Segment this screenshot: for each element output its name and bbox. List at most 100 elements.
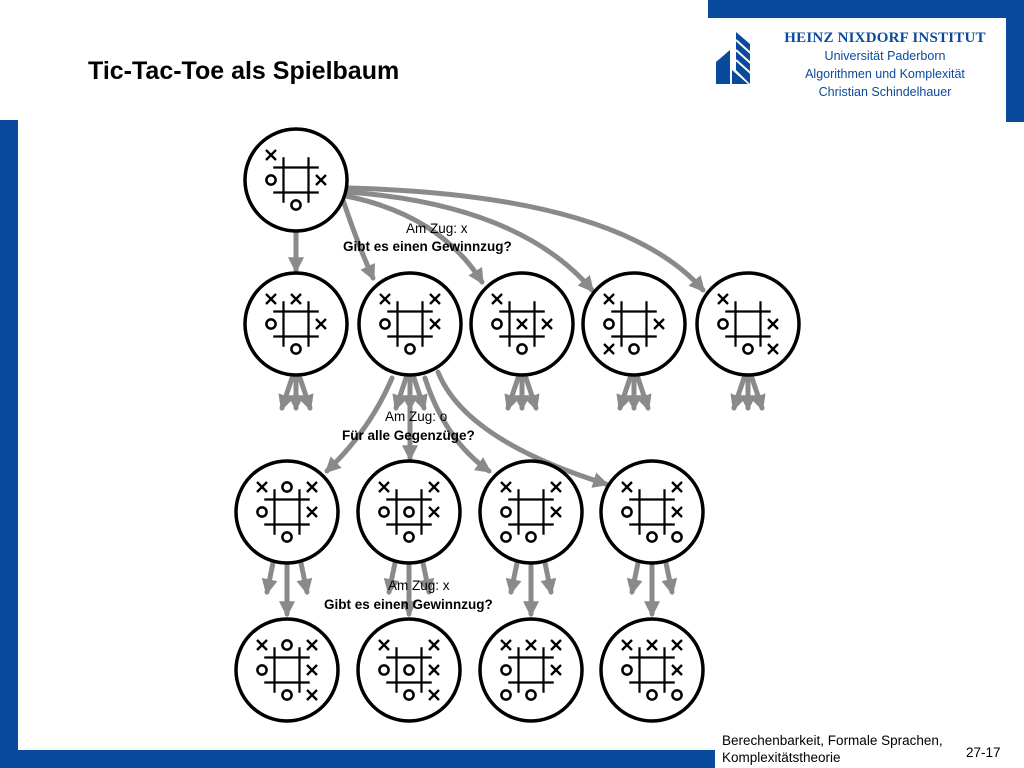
- node-circle: [356, 617, 462, 723]
- tree-edge-arrow: [505, 560, 522, 596]
- node-circle: [234, 617, 340, 723]
- o-mark-icon: [646, 531, 658, 543]
- x-mark-icon: [653, 318, 665, 330]
- x-mark-icon: [500, 481, 512, 493]
- node-circle: [478, 617, 584, 723]
- o-mark-icon: [281, 481, 293, 493]
- x-mark-icon: [428, 664, 440, 676]
- board-level2-2: [356, 459, 462, 565]
- x-mark-icon: [378, 639, 390, 651]
- node-circle: [234, 459, 340, 565]
- tree-edge-arrow: [422, 375, 492, 474]
- footer-line1: Berechenbarkeit, Formale Sprachen,: [722, 733, 943, 748]
- tree-edge-arrow: [435, 369, 610, 488]
- o-mark-icon: [621, 664, 633, 676]
- o-mark-icon: [256, 506, 268, 518]
- o-mark-icon: [516, 343, 528, 355]
- x-mark-icon: [671, 664, 683, 676]
- left-band: [0, 120, 18, 768]
- o-mark-icon: [491, 318, 503, 330]
- tree-edge-arrow: [411, 375, 428, 412]
- level3-turn-label: Am Zug: x: [388, 578, 450, 593]
- board-level2-1: [234, 459, 340, 565]
- tree-edge-arrow: [418, 560, 435, 596]
- board-level1-3: [469, 271, 575, 377]
- tree-edge-arrow: [392, 375, 409, 412]
- x-mark-icon: [265, 293, 277, 305]
- x-mark-icon: [491, 293, 503, 305]
- x-mark-icon: [315, 318, 327, 330]
- x-mark-icon: [306, 481, 318, 493]
- x-mark-icon: [378, 481, 390, 493]
- node-circle: [243, 127, 349, 233]
- node-circle: [695, 271, 801, 377]
- x-mark-icon: [541, 318, 553, 330]
- o-mark-icon: [525, 531, 537, 543]
- footer-course: Berechenbarkeit, Formale Sprachen, Kompl…: [722, 732, 943, 766]
- x-mark-icon: [306, 506, 318, 518]
- level1-question-label: Gibt es einen Gewinnzug?: [343, 239, 512, 254]
- slide-title: Tic-Tac-Toe als Spielbaum: [88, 57, 400, 85]
- page-number: 27-17: [966, 745, 1001, 760]
- node-circle: [599, 459, 705, 565]
- x-mark-icon: [429, 293, 441, 305]
- tree-edge-arrow: [616, 375, 633, 412]
- tree-edge-arrow: [278, 375, 295, 412]
- institute-name: HEINZ NIXDORF INSTITUT: [784, 30, 986, 46]
- level3-question-label: Gibt es einen Gewinnzug?: [324, 597, 493, 612]
- board-level1-4: [581, 271, 687, 377]
- o-mark-icon: [265, 174, 277, 186]
- o-mark-icon: [525, 689, 537, 701]
- x-mark-icon: [290, 293, 302, 305]
- x-mark-icon: [379, 293, 391, 305]
- o-mark-icon: [500, 506, 512, 518]
- o-mark-icon: [403, 689, 415, 701]
- o-mark-icon: [500, 531, 512, 543]
- institute-logo-icon: [716, 32, 757, 84]
- institute-author: Christian Schindelhauer: [818, 85, 952, 99]
- board-level3-3: [478, 617, 584, 723]
- o-mark-icon: [742, 343, 754, 355]
- level2-turn-label: Am Zug: o: [385, 409, 447, 424]
- board-level2-4: [599, 459, 705, 565]
- o-mark-icon: [671, 531, 683, 543]
- x-mark-icon: [621, 639, 633, 651]
- x-mark-icon: [306, 689, 318, 701]
- tree-edge-arrow: [749, 375, 766, 412]
- tree-edge-arrow: [523, 375, 540, 412]
- x-mark-icon: [315, 174, 327, 186]
- x-mark-icon: [428, 639, 440, 651]
- bottom-band: [0, 750, 715, 768]
- tree-edge-arrow: [540, 560, 557, 596]
- x-mark-icon: [306, 639, 318, 651]
- board-root: [243, 127, 349, 233]
- tree-edge-arrow: [324, 375, 395, 474]
- tree-edge-arrow: [626, 560, 643, 596]
- institute-department: Algorithmen und Komplexität: [805, 67, 965, 81]
- tree-edge-arrow: [296, 560, 313, 596]
- tree-edge-arrow: [504, 375, 521, 412]
- o-mark-icon: [281, 639, 293, 651]
- tree-edge-arrow: [340, 197, 376, 281]
- o-mark-icon: [404, 343, 416, 355]
- level2-question-label: Für alle Gegenzüge?: [342, 428, 475, 443]
- o-mark-icon: [628, 343, 640, 355]
- o-mark-icon: [403, 664, 415, 676]
- x-mark-icon: [428, 481, 440, 493]
- x-mark-icon: [516, 318, 528, 330]
- tree-edge-arrow: [383, 560, 400, 596]
- o-mark-icon: [603, 318, 615, 330]
- o-mark-icon: [671, 689, 683, 701]
- x-mark-icon: [671, 481, 683, 493]
- o-mark-icon: [281, 689, 293, 701]
- x-mark-icon: [525, 639, 537, 651]
- footer-line2: Komplexitätstheorie: [722, 750, 841, 765]
- o-mark-icon: [403, 531, 415, 543]
- x-mark-icon: [717, 293, 729, 305]
- o-mark-icon: [500, 664, 512, 676]
- board-level3-1: [234, 617, 340, 723]
- board-level1-1: [243, 271, 349, 377]
- o-mark-icon: [403, 506, 415, 518]
- o-mark-icon: [290, 343, 302, 355]
- o-mark-icon: [621, 506, 633, 518]
